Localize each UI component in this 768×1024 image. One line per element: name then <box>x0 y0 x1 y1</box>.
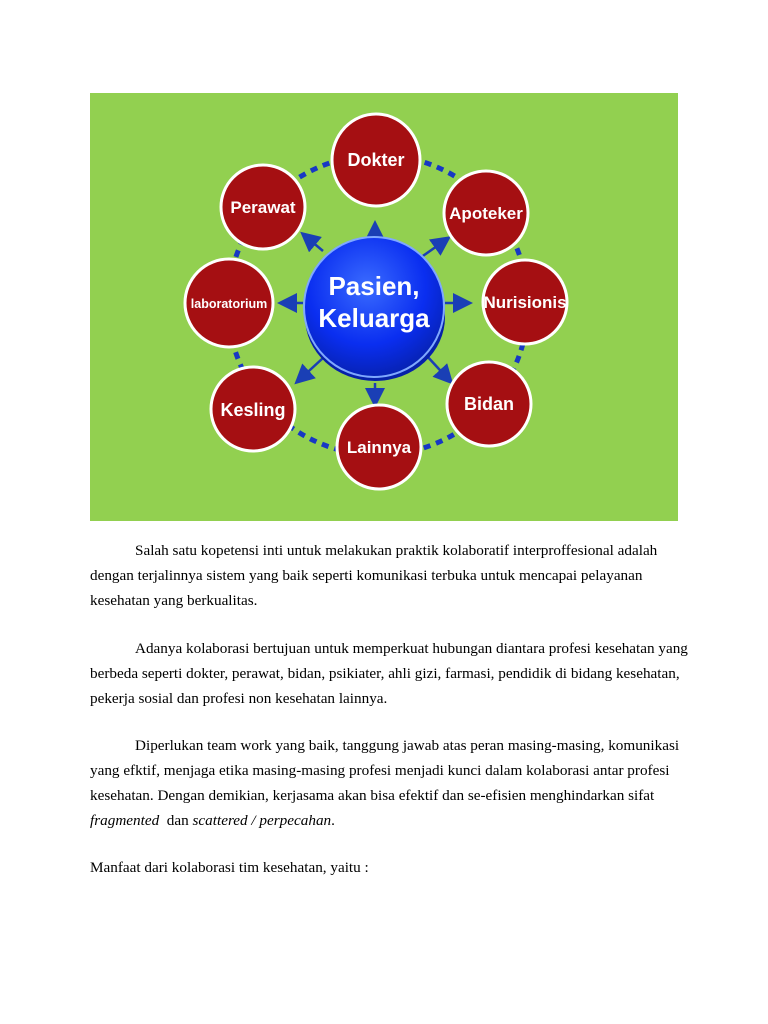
paragraph-1: Salah satu kopetensi inti untuk melakuka… <box>90 538 690 613</box>
term-fragmented: fragmented <box>90 812 160 829</box>
arrow-to-apoteker <box>419 236 452 260</box>
term-scattered: scattered / perpecahan <box>192 812 332 829</box>
center-node <box>303 236 445 378</box>
node-dokter-label: Dokter <box>347 150 404 170</box>
arrow-to-bidan <box>425 354 454 385</box>
node-laboratorium-label: laboratorium <box>191 297 267 311</box>
node-lainnya: Lainnya <box>335 403 423 491</box>
node-nurisionis: Nurisionis <box>481 258 569 346</box>
node-perawat: Perawat <box>219 163 307 251</box>
paragraph-3-mid: dan <box>159 812 193 829</box>
paragraph-2-text: Adanya kolaborasi bertujuan untuk memper… <box>90 640 688 707</box>
diagram-canvas: Pasien, Keluarga Dokter Apoteker Nurisio… <box>183 112 569 491</box>
node-dokter: Dokter <box>330 112 422 208</box>
node-kesling-label: Kesling <box>220 400 285 420</box>
collaboration-diagram: Pasien, Keluarga Dokter Apoteker Nurisio… <box>90 93 678 521</box>
node-apoteker-label: Apoteker <box>449 204 523 223</box>
center-label-line2: Keluarga <box>318 303 430 333</box>
node-laboratorium: laboratorium <box>183 257 275 349</box>
node-lainnya-label: Lainnya <box>347 438 412 457</box>
node-nurisionis-label: Nurisionis <box>483 293 566 312</box>
paragraph-2: Adanya kolaborasi bertujuan untuk memper… <box>90 636 690 711</box>
paragraph-4-text: Manfaat dari kolaborasi tim kesehatan, y… <box>90 859 369 876</box>
paragraph-4: Manfaat dari kolaborasi tim kesehatan, y… <box>90 855 690 880</box>
paragraph-3: Diperlukan team work yang baik, tanggung… <box>90 733 690 833</box>
arrow-to-kesling <box>294 357 324 385</box>
arrow-to-perawat <box>300 231 324 253</box>
node-kesling: Kesling <box>209 365 297 453</box>
node-apoteker: Apoteker <box>442 169 530 257</box>
paragraph-3-end: . <box>331 812 335 829</box>
arrows <box>277 220 473 408</box>
node-bidan-label: Bidan <box>464 394 514 414</box>
paragraph-1-text: Salah satu kopetensi inti untuk melakuka… <box>90 542 658 609</box>
node-perawat-label: Perawat <box>230 198 296 217</box>
paragraph-3-text: Diperlukan team work yang baik, tanggung… <box>90 737 680 804</box>
node-bidan: Bidan <box>445 360 533 448</box>
center-label-line1: Pasien, <box>328 271 419 301</box>
